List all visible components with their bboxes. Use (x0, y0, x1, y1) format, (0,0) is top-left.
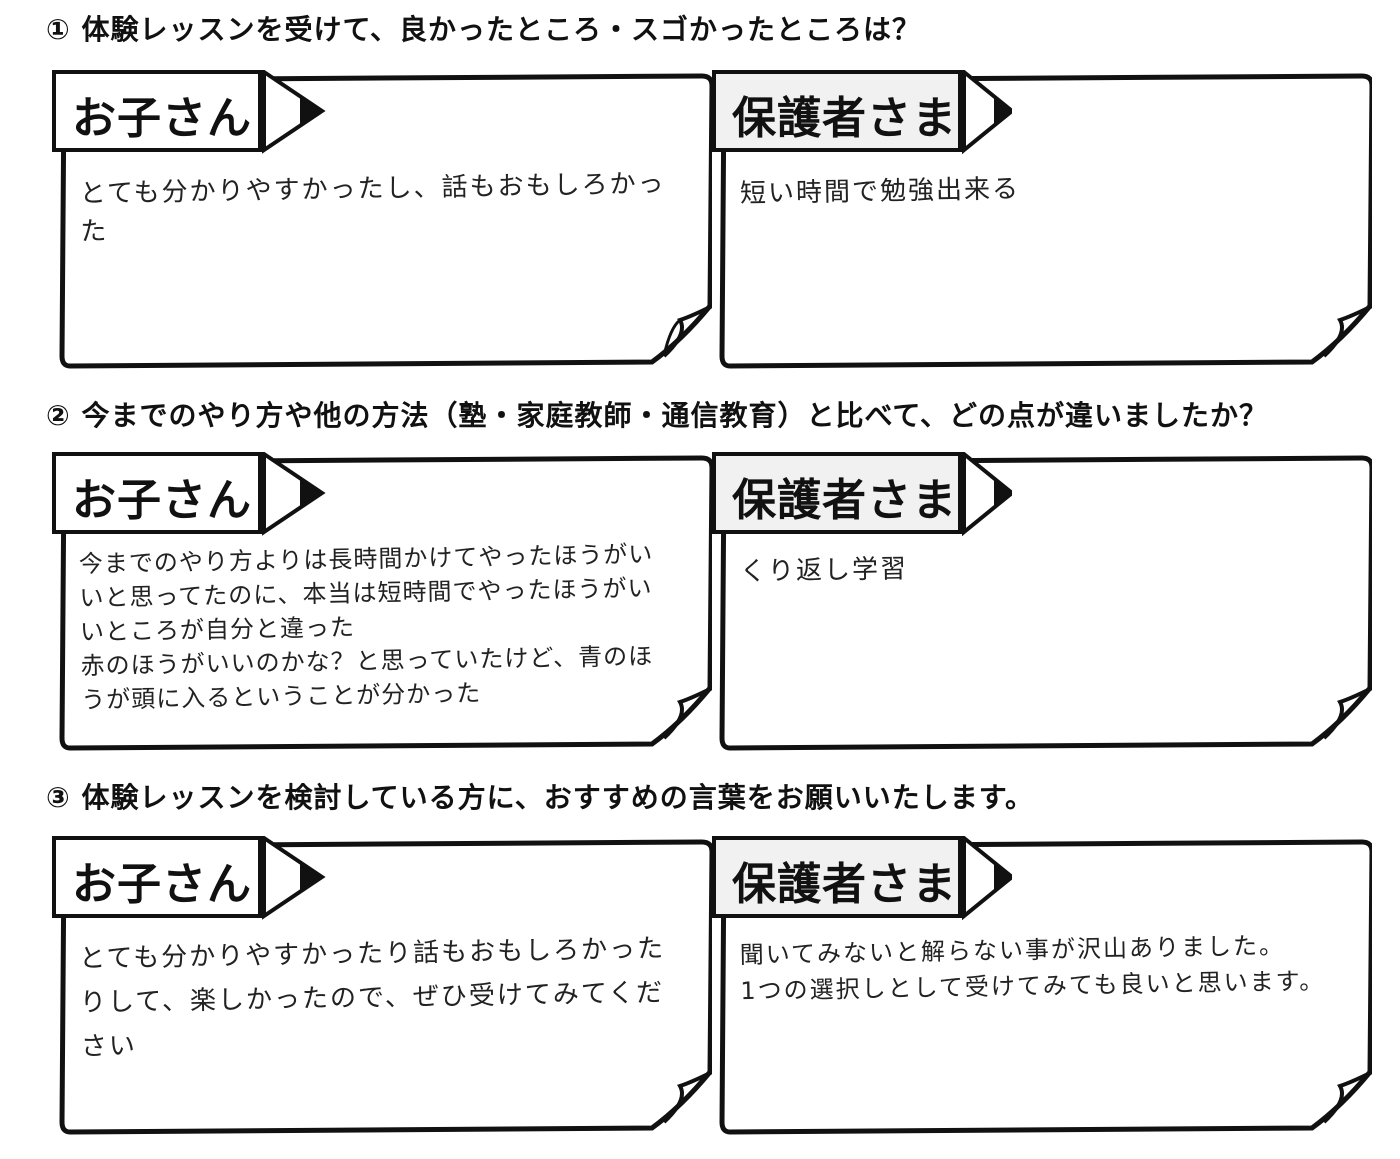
child-label: お子さん (72, 93, 252, 144)
child-answer-text: とても分かりやすかったり話もおもしろかったりして、楽しかったので、ぜひ受けてみて… (79, 933, 666, 1063)
parent-answer-card-3: 保護者さま 聞いてみないと解らない事が沢山ありました。 1つの選択しとして受けて… (712, 836, 1372, 1136)
pencil-tag-icon (712, 452, 1012, 537)
child-answer-card-1: お子さん とても分かりやすかったし、話もおもしろかった (52, 70, 712, 370)
pencil-tag-icon (712, 70, 1012, 155)
pencil-tag-icon (52, 836, 326, 920)
pencil-tag-icon (52, 452, 326, 536)
parent-label: 保護者さま (732, 93, 957, 144)
child-answer-card-3: お子さん とても分かりやすかったり話もおもしろかったりして、楽しかったので、ぜひ… (52, 836, 712, 1136)
child-label: お子さん (72, 475, 252, 526)
question-1: ① 体験レッスンを受けて、良かったところ・スゴかったところは？ (46, 13, 922, 46)
parent-label: 保護者さま (732, 859, 957, 910)
parent-answer-card-2: 保護者さま くり返し学習 (712, 452, 1372, 752)
child-answer-text: とても分かりやすかったし、話もおもしろかった (79, 168, 666, 248)
question-2: ② 今までのやり方や他の方法（塾・家庭教師・通信教育）と比べて、どの点が違いまし… (46, 399, 1268, 432)
parent-answer-card-1: 保護者さま 短い時間で勉強出来る (712, 70, 1372, 370)
parent-answer-text: 聞いてみないと解らない事が沢山ありました。 1つの選択しとして受けてみても良いと… (739, 931, 1326, 1006)
question-3: ③ 体験レッスンを検討している方に、おすすめの言葉をお願いいたします。 (46, 781, 1034, 814)
pencil-tag-icon (712, 836, 1012, 921)
child-answer-text: 今までのやり方よりは長時間かけてやったほうがいいと思ってたのに、本当は短時間でや… (78, 540, 654, 715)
child-label: お子さん (72, 859, 252, 910)
child-answer-card-2: お子さん 今までのやり方よりは長時間かけてやったほうがいいと思ってたのに、本当は… (52, 452, 712, 752)
pencil-tag-icon (52, 70, 326, 154)
parent-label: 保護者さま (732, 475, 957, 526)
